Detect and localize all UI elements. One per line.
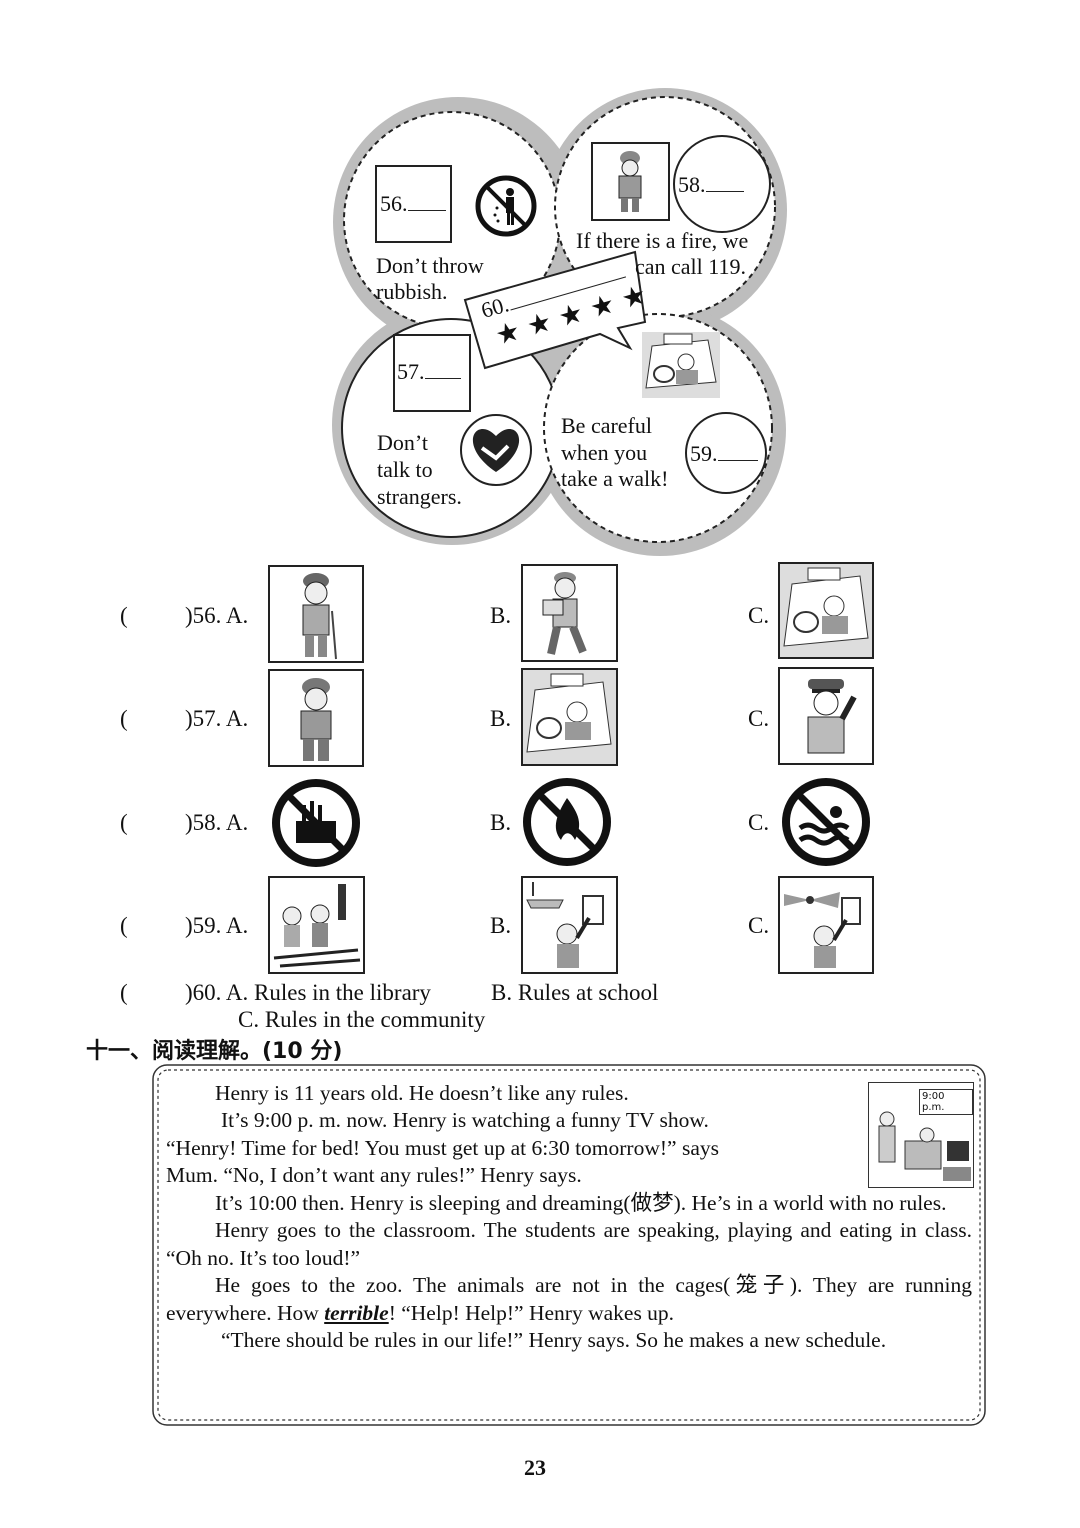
option-58-b[interactable] xyxy=(521,776,613,873)
paragraph-1: Henry is 11 years old. He doesn’t like a… xyxy=(215,1081,629,1105)
blank-57[interactable]: 57. xyxy=(397,358,461,385)
blank-circle-58 xyxy=(673,135,771,233)
question-60-line1: )60. A. Rules in the library xyxy=(185,980,431,1005)
option-58-b-label: B. xyxy=(490,810,512,835)
caption-58-line2: can call 119. xyxy=(635,254,746,279)
option-59-c[interactable] xyxy=(778,876,874,974)
option-57-c[interactable] xyxy=(778,667,874,765)
page-number: 23 xyxy=(524,1455,546,1480)
question-60-option-b: B. Rules at school xyxy=(491,980,659,1005)
firefighter-icon xyxy=(618,151,642,212)
option-56-b[interactable] xyxy=(521,564,618,662)
paragraph-2c: Mum. “No, I don’t want any rules!” Henry… xyxy=(166,1163,582,1188)
blank-box-56 xyxy=(375,165,452,243)
taxi-driver-icon xyxy=(780,564,872,657)
blank-56[interactable]: 56. xyxy=(380,190,446,217)
caption-58-line1: If there is a fire, we xyxy=(576,228,749,253)
option-57-b-label: B. xyxy=(490,706,512,731)
blank-56-label: 56. xyxy=(380,191,408,216)
question-57-label: )57. A. xyxy=(185,706,249,731)
passage-border xyxy=(152,1064,986,1426)
paragraph-2b: “Henry! Time for bed! You must get up at… xyxy=(166,1135,719,1160)
caption-57-line1: Don’t xyxy=(377,430,428,455)
option-56-a[interactable] xyxy=(268,565,364,663)
paren-57[interactable]: ( xyxy=(120,706,128,731)
paragraph-3: It’s 10:00 then. Henry is sleeping and d… xyxy=(215,1191,947,1215)
caption-56-line2: rubbish. xyxy=(376,279,448,304)
paragraph-5-start: He goes to the zoo. The animals are not … xyxy=(166,1273,972,1325)
firefighter-icon xyxy=(300,678,332,761)
blank-57-label: 57. xyxy=(397,359,425,384)
taxi-driver-icon xyxy=(642,332,720,398)
clock-label: 9:00 p.m. xyxy=(919,1089,973,1115)
crossing-street-icon xyxy=(273,884,361,968)
terrible-word: terrible xyxy=(324,1300,389,1325)
option-57-a[interactable] xyxy=(268,669,364,767)
blank-58[interactable]: 58. xyxy=(678,171,744,198)
no-littering-icon xyxy=(475,175,537,237)
option-57-b[interactable] xyxy=(521,668,618,766)
caption-57-line2: talk to xyxy=(377,457,433,482)
option-59-b-label: B. xyxy=(490,913,512,938)
paragraph-5: He goes to the zoo. The animals are not … xyxy=(166,1272,972,1327)
no-fire-icon xyxy=(523,778,611,866)
option-58-c[interactable] xyxy=(780,776,872,873)
blank-circle-59 xyxy=(685,412,767,494)
caption-59-line2: when you xyxy=(561,440,648,465)
heart-hands-icon xyxy=(460,414,532,486)
option-58-c-label: C. xyxy=(748,810,770,835)
option-56-c[interactable] xyxy=(778,562,874,659)
no-junk-food-icon xyxy=(272,779,360,867)
passage-column-bottom: It’s 10:00 then. Henry is sleeping and d… xyxy=(166,1190,972,1354)
option-56-b-label: B. xyxy=(490,603,512,628)
paren-56[interactable]: ( xyxy=(120,603,128,628)
blank-59[interactable]: 59. xyxy=(690,440,758,467)
question-60-option-c: C. Rules in the community xyxy=(238,1007,486,1032)
paragraph-5-end: ! “Help! Help!” Henry wakes up. xyxy=(388,1300,675,1325)
caption-57-line3: strangers. xyxy=(377,484,462,509)
tv-scene-picture: 9:00 p.m. xyxy=(868,1082,974,1188)
question-58-label: )58. A. xyxy=(185,810,249,835)
cleaner-icon xyxy=(302,573,337,660)
option-58-a[interactable] xyxy=(270,777,362,874)
blank-box-57 xyxy=(393,334,471,412)
option-57-c-label: C. xyxy=(748,706,770,731)
taxi-driver-icon xyxy=(523,670,616,764)
option-59-c-label: C. xyxy=(748,913,770,938)
section-title: 十一、阅读理解。(10 分) xyxy=(86,1039,343,1064)
blank-58-label: 58. xyxy=(678,172,706,197)
paragraph-6: “There should be rules in our life!” Hen… xyxy=(221,1328,887,1353)
option-59-a[interactable] xyxy=(268,876,365,974)
option-59-b[interactable] xyxy=(521,876,618,974)
question-56-label: )56. A. xyxy=(185,603,249,628)
ceiling-fan-switch-icon xyxy=(784,892,861,968)
blank-59-label: 59. xyxy=(690,441,718,466)
ceiling-fan-switch-icon xyxy=(526,882,604,968)
police-officer-icon xyxy=(807,679,857,754)
question-59-label: )59. A. xyxy=(185,913,249,938)
paren-58[interactable]: ( xyxy=(120,810,128,835)
caption-56-line1: Don’t throw xyxy=(376,253,484,278)
option-56-c-label: C. xyxy=(748,603,770,628)
sign-60 xyxy=(463,250,647,370)
no-swimming-icon xyxy=(782,778,870,866)
paragraph-2a: It’s 9:00 p. m. now. Henry is watching a… xyxy=(221,1108,709,1133)
mum-and-henry-icon xyxy=(878,1111,971,1181)
paragraph-4: Henry goes to the classroom. The student… xyxy=(166,1218,972,1270)
paren-59[interactable]: ( xyxy=(120,913,128,938)
paren-60[interactable]: ( xyxy=(120,980,128,1005)
passage-column-top: Henry is 11 years old. He doesn’t like a… xyxy=(166,1080,866,1190)
caption-59-line3: take a walk! xyxy=(561,466,669,491)
reading-passage: 9:00 p.m. Henry is 11 years old. He does… xyxy=(150,1062,988,1428)
delivery-man-icon xyxy=(542,572,587,655)
caption-59-line1: Be careful xyxy=(561,413,652,438)
